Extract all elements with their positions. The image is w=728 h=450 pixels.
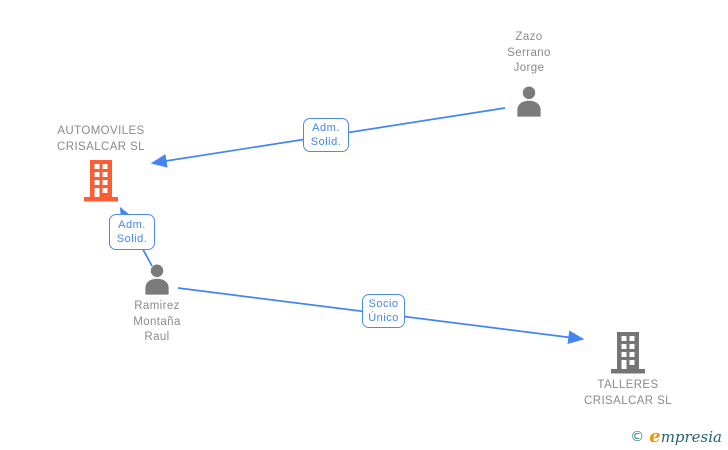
node-label-line: TALLERES <box>597 379 659 391</box>
edge-label-line: Solid. <box>116 233 148 245</box>
node-company-automoviles[interactable]: AUTOMOVILES CRISALCAR SL <box>21 124 181 202</box>
node-label-line: CRISALCAR SL <box>57 140 145 153</box>
person-icon <box>140 263 174 295</box>
node-label-ramirez: Ramirez Montaña Raul <box>133 299 181 346</box>
person-icon <box>512 85 546 117</box>
node-person-zazo[interactable]: Zazo Serrano Jorge <box>469 30 589 117</box>
edge-label-line: Adm. <box>312 122 340 134</box>
node-label-line: AUTOMOVILES <box>57 125 145 137</box>
edge-label-line: Socio <box>368 298 399 310</box>
company-building-icon <box>609 331 647 374</box>
edge-label-adm-solid-zazo[interactable]: Adm. Solid. <box>303 118 349 152</box>
node-label-line: Serrano <box>507 46 551 59</box>
node-person-ramirez[interactable]: Ramirez Montaña Raul <box>97 263 217 346</box>
node-company-talleres[interactable]: TALLERES CRISALCAR SL <box>558 331 698 409</box>
empresia-watermark: ©empresia <box>630 426 722 447</box>
copyright-symbol: © <box>630 429 645 445</box>
empresia-logo-text: mpresia <box>660 428 722 446</box>
node-label-line: Zazo <box>515 31 543 43</box>
node-label-line: Jorge <box>513 62 545 74</box>
edge-label-adm-solid-ramirez[interactable]: Adm. Solid. <box>109 214 155 250</box>
empresia-logo-initial: e <box>649 426 661 447</box>
node-label-line: Montaña <box>133 315 181 328</box>
node-label-line: Raul <box>144 331 170 343</box>
edge-label-line: Único <box>368 312 399 324</box>
edge-label-line: Adm. <box>118 219 146 231</box>
node-label-zazo: Zazo Serrano Jorge <box>507 30 551 77</box>
node-label-line: Ramirez <box>134 300 180 312</box>
node-label-line: CRISALCAR SL <box>584 394 672 407</box>
edge-label-line: Solid. <box>310 136 342 148</box>
edge-label-socio-unico[interactable]: Socio Único <box>362 294 405 328</box>
company-building-icon <box>82 159 120 202</box>
node-label-talleres: TALLERES CRISALCAR SL <box>584 378 672 409</box>
node-label-automoviles: AUTOMOVILES CRISALCAR SL <box>57 124 145 155</box>
